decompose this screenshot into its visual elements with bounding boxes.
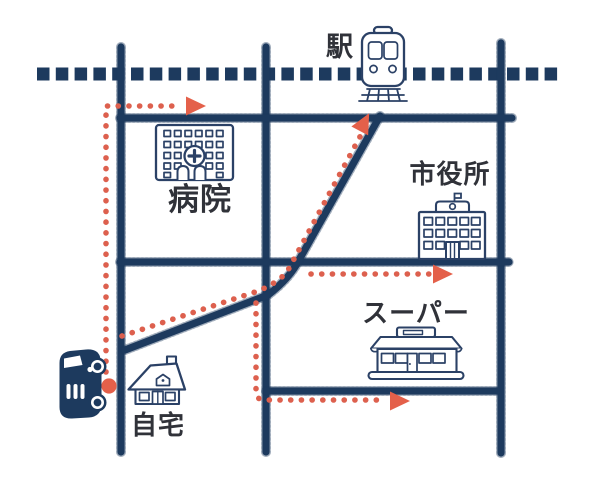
start-point-dot [101, 378, 117, 394]
store-door [406, 352, 418, 374]
train-icon [358, 25, 408, 102]
route-arrow-right [186, 96, 206, 116]
route-dotted-bottom [253, 300, 410, 411]
route-arrow-right [390, 391, 410, 411]
hospital-windows [163, 129, 224, 179]
hospital-door [176, 165, 190, 181]
home-label: 自宅 [131, 410, 185, 440]
supermarket-icon [367, 326, 465, 381]
hospital-door [193, 165, 207, 181]
flag-icon [453, 192, 462, 204]
city-hall-label: 市役所 [409, 159, 490, 189]
station-label: 駅 [326, 32, 354, 62]
car-icon [59, 349, 107, 419]
route-dotted-left [103, 96, 206, 375]
city-hall-icon [417, 192, 487, 261]
city-hall-windows [423, 216, 481, 250]
route-arrow-up-right [351, 113, 370, 136]
hospital-icon [154, 123, 235, 182]
house-icon [127, 355, 187, 406]
route-dotted-middle [308, 264, 453, 284]
city-hall-entrance [445, 241, 460, 260]
car-windshield [64, 355, 83, 368]
route-arrow-right [433, 264, 453, 284]
supermarket-label: スーパー [362, 298, 470, 328]
route-dotted-diagonal [119, 113, 370, 339]
hospital-label: 病院 [168, 182, 232, 217]
store-awning [369, 335, 463, 350]
routes [103, 96, 453, 411]
